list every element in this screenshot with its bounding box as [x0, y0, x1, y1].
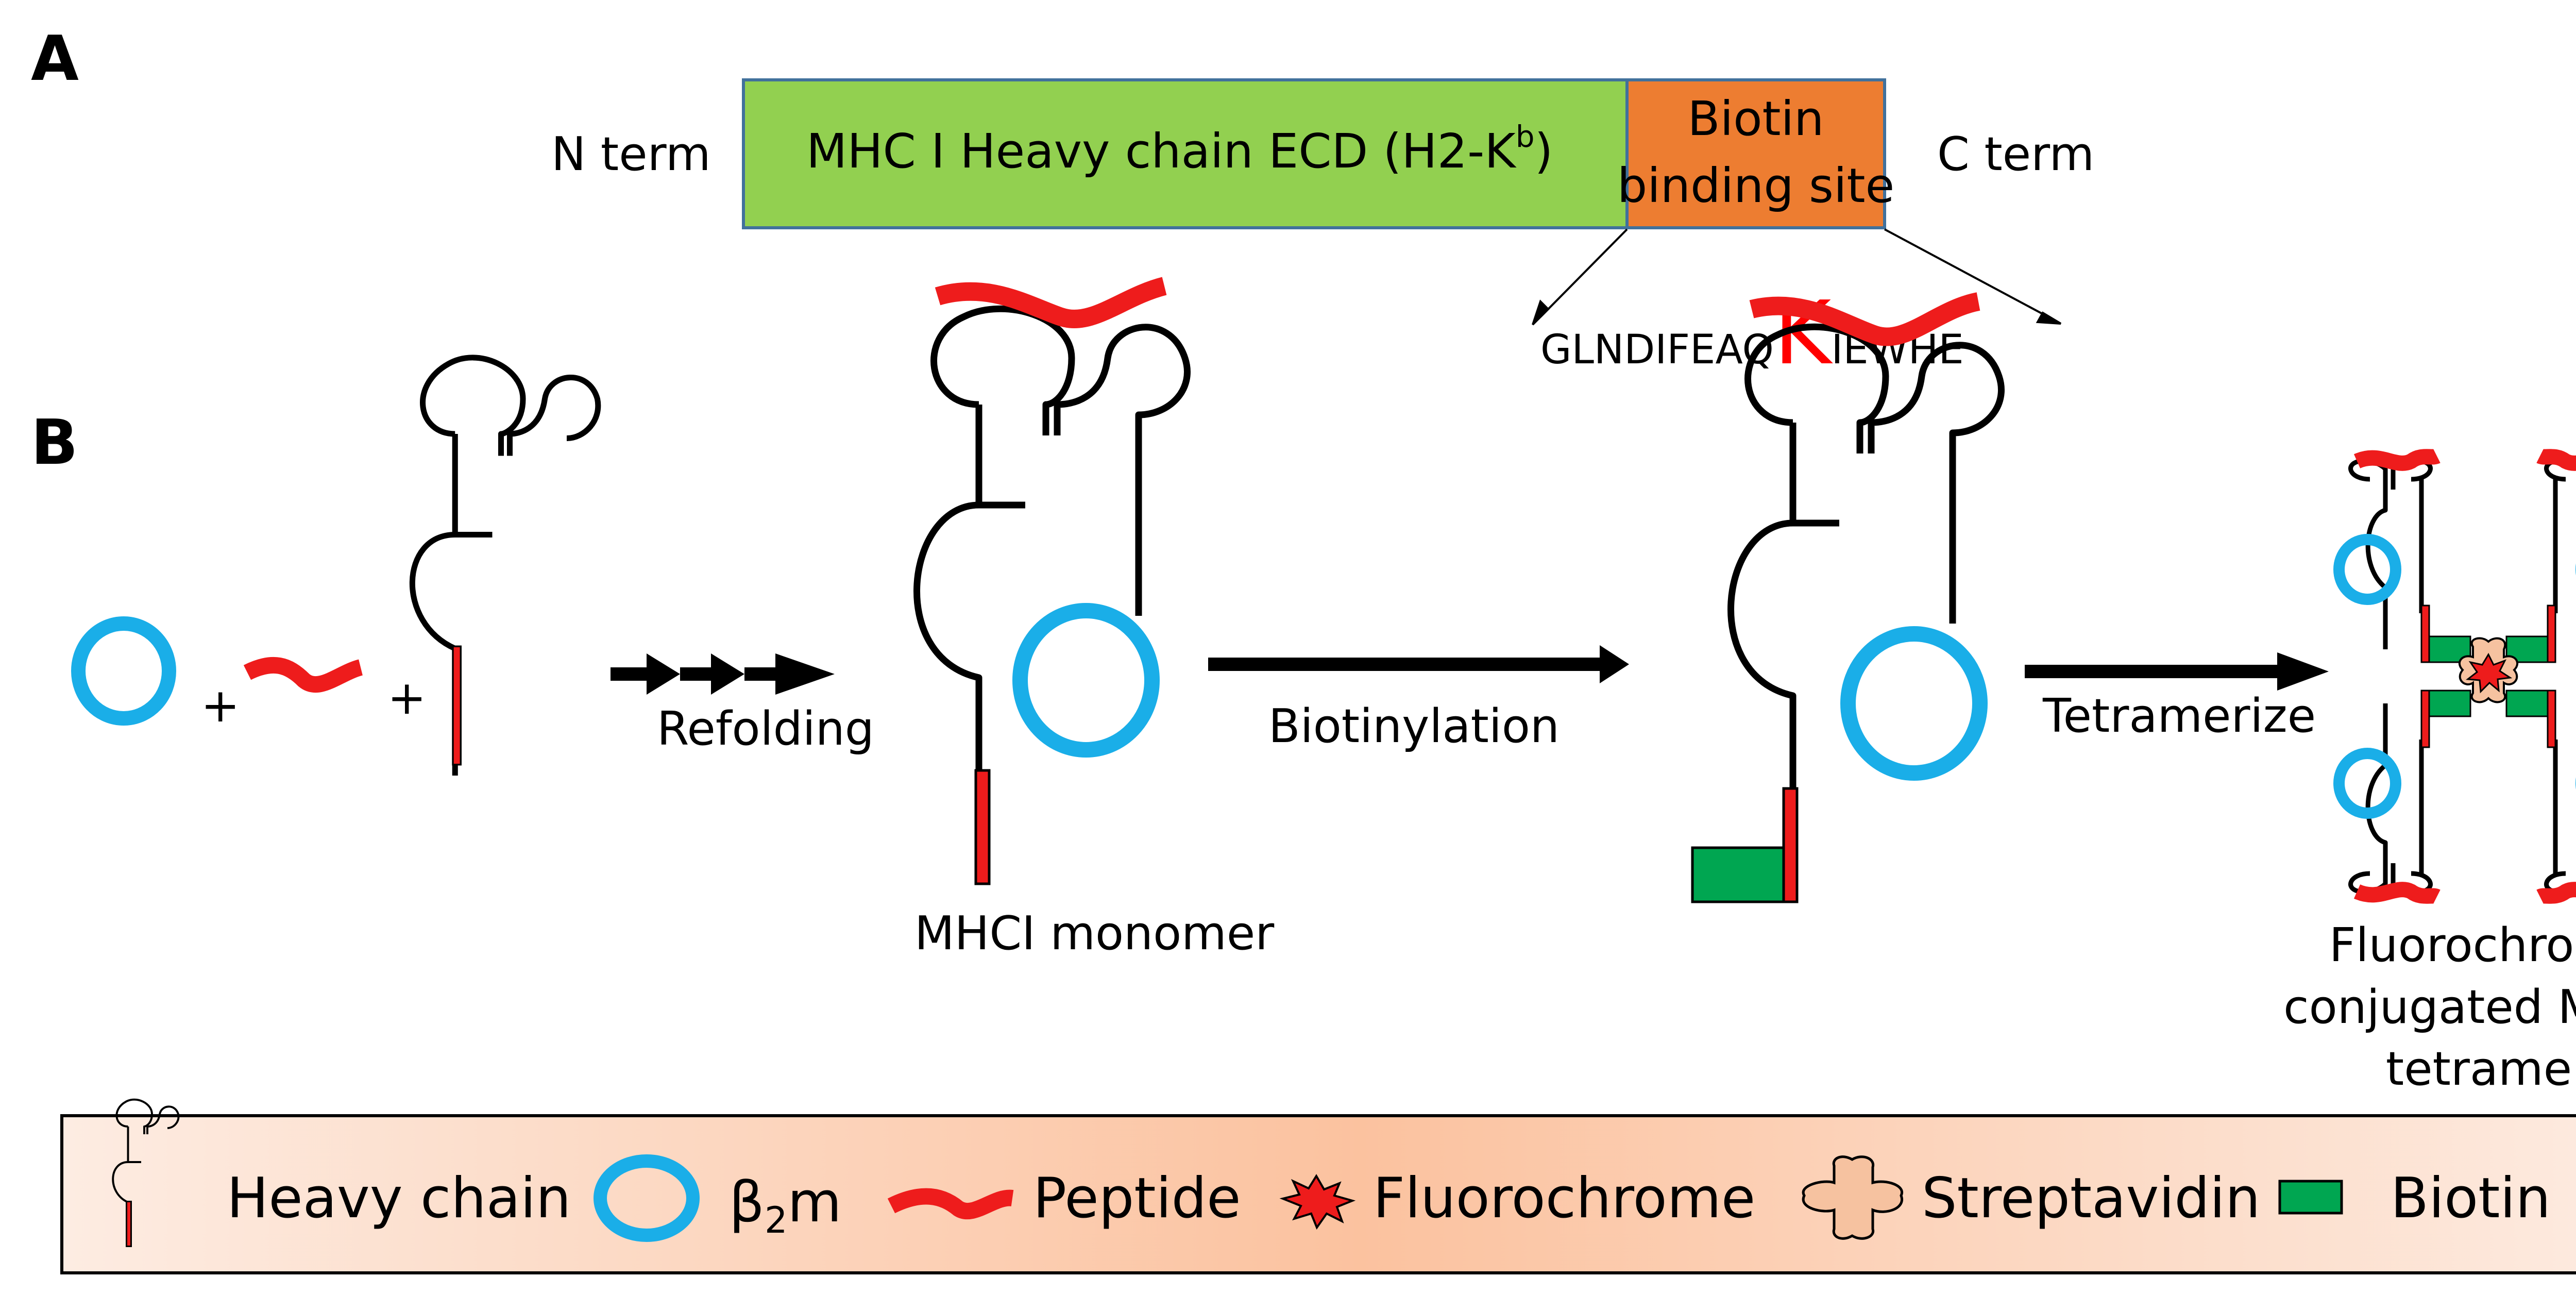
legend-peptide-label: Peptide — [1033, 1166, 1241, 1231]
legend-heavy-chain-label: Heavy chain — [227, 1166, 571, 1231]
legend-biotin-icon — [2278, 1180, 2343, 1215]
tetramer-label-line2: conjugated MHC I — [2283, 980, 2576, 1034]
biotin-binding-site-box — [1625, 78, 1886, 229]
legend-fluorochrome-icon — [1279, 1174, 1356, 1230]
tetramer-monomer-bottom-right — [2505, 690, 2576, 904]
tetramer-fluorochrome — [2466, 652, 2513, 694]
legend: Heavy chain β2m Peptide Fluorochrome Str… — [60, 1098, 2576, 1274]
biotinylation-arrow — [1208, 645, 1629, 683]
mhci-monomer-label: MHCI monomer — [914, 906, 1274, 961]
heavy-chain-free — [409, 355, 601, 776]
seq-arrow-right — [1884, 228, 2054, 321]
refolding-label: Refolding — [657, 702, 874, 756]
plus-sign-1: + — [201, 679, 240, 733]
mhc-monomer — [913, 277, 1191, 885]
seq-arrow-left-head — [1532, 299, 1550, 326]
legend-streptavidin-icon — [1802, 1155, 1904, 1240]
legend-b2m-label: β2m — [729, 1170, 842, 1241]
tetramer-label-line3: tetramer — [2386, 1042, 2576, 1096]
plus-sign-2: + — [387, 671, 426, 725]
tetramer-monomer-bottom-left — [2333, 690, 2471, 904]
heavy-chain-ecd-box — [742, 78, 1629, 229]
seq-arrow-right-head — [2036, 311, 2062, 325]
panel-label-a: A — [31, 23, 79, 95]
panel-label-b: B — [31, 407, 78, 479]
n-term-label: N term — [551, 127, 711, 181]
tetramerize-arrow — [2025, 652, 2329, 691]
tetramer-label-line1: Fluorochrome — [2329, 918, 2576, 972]
refolding-arrows — [611, 653, 835, 695]
biotinylation-label: Biotinylation — [1268, 699, 1560, 753]
legend-peptide-icon — [887, 1188, 1014, 1220]
legend-b2m-icon — [594, 1154, 700, 1242]
legend-streptavidin-label: Streptavidin — [1922, 1166, 2260, 1231]
biotinylated-monomer — [1691, 292, 2005, 903]
seq-arrow-left — [1539, 228, 1628, 318]
c-term-label: C term — [1937, 127, 2094, 181]
legend-heavy-chain-icon — [112, 1098, 180, 1247]
biotin-site-label-line2: binding site — [1617, 158, 1894, 213]
biotin-site-label-line1: Biotin — [1688, 91, 1824, 146]
mhc-tetramer — [2333, 448, 2576, 904]
heavy-chain-ecd-label: MHC I Heavy chain ECD (H2-Kb) — [806, 119, 1553, 179]
tetramer-monomer-top-left — [2333, 448, 2471, 663]
legend-biotin-label: Biotin — [2391, 1166, 2551, 1231]
peptide-squiggle — [243, 657, 363, 693]
tetramerize-label: Tetramerize — [2042, 689, 2316, 743]
tetramer-monomer-top-right — [2505, 448, 2576, 663]
legend-fluorochrome-label: Fluorochrome — [1373, 1166, 1755, 1231]
b2m-ring — [71, 616, 176, 726]
